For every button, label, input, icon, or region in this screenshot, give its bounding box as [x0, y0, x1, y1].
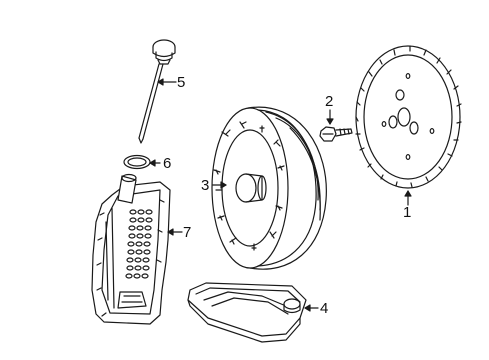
oil-pan — [91, 173, 171, 325]
callout-7: 7 — [183, 224, 192, 241]
callout-3: 3 — [201, 177, 210, 194]
transmission-filter — [187, 282, 307, 343]
oil-pan-grid — [125, 209, 153, 279]
flexplate-bolt — [319, 126, 353, 142]
dipstick — [138, 39, 176, 144]
callout-1: 1 — [403, 204, 412, 221]
torque-converter — [211, 106, 327, 270]
o-ring-seal — [123, 154, 151, 170]
torque-converter-studs — [213, 121, 285, 251]
callout-4: 4 — [320, 300, 329, 317]
callout-5: 5 — [177, 74, 186, 91]
leader-lines — [149, 78, 412, 312]
flexplate — [355, 45, 462, 189]
callout-2: 2 — [325, 93, 334, 110]
callout-6: 6 — [163, 155, 172, 172]
